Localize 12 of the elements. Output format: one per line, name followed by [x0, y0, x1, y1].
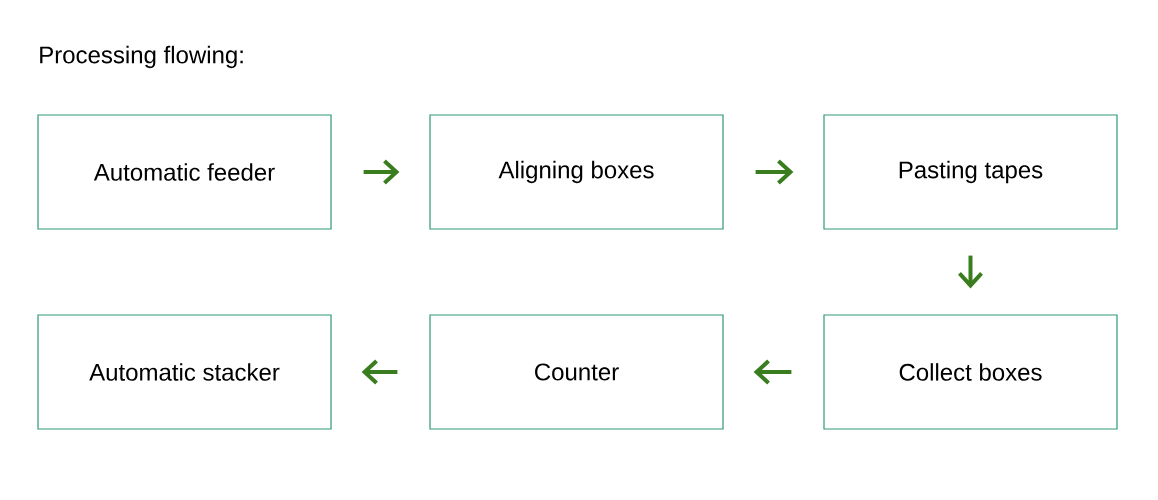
arrow — [753, 359, 792, 385]
arrow — [958, 255, 983, 289]
process-box: Counter — [429, 314, 724, 430]
process-box: Automatic stacker — [37, 314, 332, 430]
process-box: Pasting tapes — [823, 114, 1118, 230]
arrow — [363, 159, 400, 185]
process-box: Collect boxes — [823, 314, 1118, 430]
process-box: Aligning boxes — [429, 114, 724, 230]
arrow — [755, 159, 794, 185]
title: Processing flowing: — [40, 45, 243, 69]
arrow — [361, 359, 398, 385]
process-box: Automatic feeder — [37, 114, 332, 230]
